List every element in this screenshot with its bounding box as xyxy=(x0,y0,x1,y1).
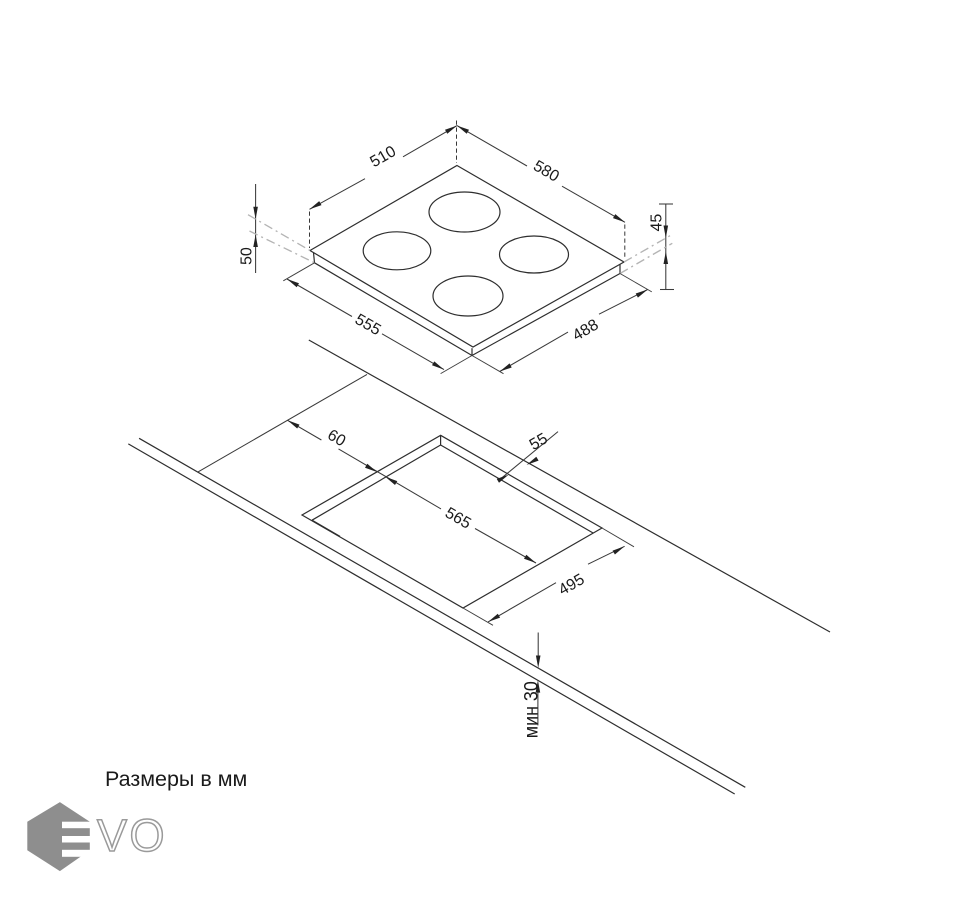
svg-text:VO: VO xyxy=(97,810,167,861)
svg-text:55: 55 xyxy=(527,430,551,454)
svg-text:50: 50 xyxy=(238,247,255,265)
svg-text:мин 30: мин 30 xyxy=(522,681,543,738)
svg-text:45: 45 xyxy=(648,214,665,232)
svg-text:Размеры в мм: Размеры в мм xyxy=(105,767,247,791)
svg-text:60: 60 xyxy=(324,427,348,451)
